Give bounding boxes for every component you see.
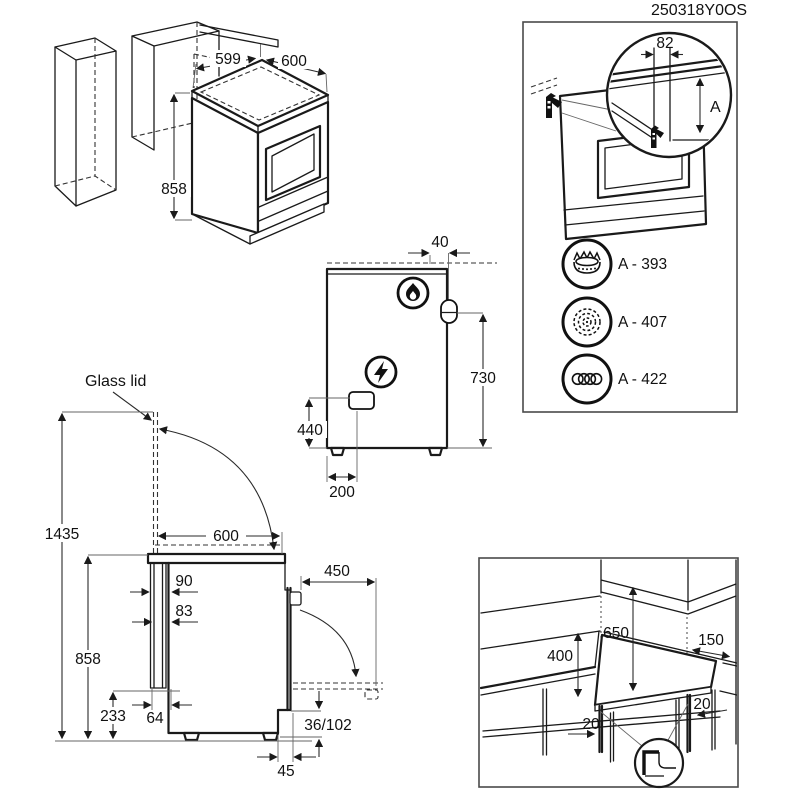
dim-83-label: 83 bbox=[175, 603, 192, 620]
dim-36-102-label: 36/102 bbox=[304, 717, 351, 734]
bracket-glyph-small bbox=[651, 125, 664, 148]
dim-600-depth-label: 600 bbox=[213, 528, 239, 545]
dim-20-left-label: 20 bbox=[582, 716, 600, 733]
drawer-front bbox=[258, 176, 329, 222]
oven-door-side bbox=[286, 586, 292, 712]
dim-64-label: 64 bbox=[146, 710, 164, 727]
dim-90-label: 90 bbox=[175, 573, 193, 590]
iso-dimensions: 599 600 858 bbox=[158, 44, 328, 221]
hob-type-radiant: A - 407 bbox=[561, 296, 667, 348]
dim-599-label: 599 bbox=[215, 51, 241, 68]
dim-1435-label: 1435 bbox=[45, 526, 79, 543]
upper-cabinet bbox=[600, 559, 737, 615]
gas-connection bbox=[440, 253, 458, 324]
dim-233-label: 233 bbox=[100, 708, 126, 725]
worktop-edge-profile bbox=[642, 750, 659, 775]
adjustable-feet-side bbox=[182, 731, 280, 742]
oven-window bbox=[264, 124, 322, 202]
rear-dimensions: 40 730 440 200 bbox=[293, 234, 500, 501]
bracket-panel: 82 A A - 393 A - 407 bbox=[522, 21, 738, 413]
hob-type-radiant-label: A - 407 bbox=[618, 314, 667, 331]
hob-type-gas: A - 393 bbox=[561, 238, 667, 290]
hob-type-induction: A - 422 bbox=[561, 353, 667, 405]
cooker-side-body bbox=[55, 552, 312, 742]
dim-200-label: 200 bbox=[329, 484, 355, 501]
dim-858-iso-label: 858 bbox=[161, 181, 187, 198]
right-cabinet bbox=[131, 21, 279, 151]
radiant-hob-icon bbox=[573, 308, 601, 336]
dim-450-label: 450 bbox=[324, 563, 350, 580]
worktop-dimensions: 650 400 150 20 20 bbox=[547, 586, 731, 739]
flame-icon bbox=[396, 276, 430, 310]
dim-858-side-label: 858 bbox=[75, 651, 101, 668]
dim-40-label: 40 bbox=[431, 234, 449, 251]
glass-lid-open bbox=[152, 412, 283, 557]
rear-view: 40 730 440 200 bbox=[293, 234, 500, 501]
worktop-panel: 650 400 150 20 20 bbox=[478, 557, 739, 789]
hob-outline-dashed bbox=[199, 66, 321, 121]
document-code: 250318Y0OS bbox=[651, 2, 747, 19]
hob-type-induction-label: A - 422 bbox=[618, 371, 667, 388]
left-cabinet bbox=[54, 37, 117, 207]
dim-20-right-label: 20 bbox=[693, 696, 711, 713]
dim-730-label: 730 bbox=[470, 370, 496, 387]
adjustable-feet bbox=[329, 446, 444, 457]
anti-tilt-bracket-icon bbox=[546, 93, 562, 118]
dim-150-label: 150 bbox=[698, 632, 724, 649]
door-handle bbox=[289, 591, 302, 606]
side-view: Glass lid 1435 bbox=[42, 373, 383, 780]
induction-coil-icon bbox=[571, 372, 603, 386]
dim-650-label: 650 bbox=[603, 625, 629, 642]
glass-lid-label: Glass lid bbox=[85, 373, 146, 390]
dim-600-top-label: 600 bbox=[281, 53, 307, 70]
dim-A-label: A bbox=[710, 99, 721, 116]
kitchen-scene bbox=[480, 559, 737, 763]
dim-82-label: 82 bbox=[656, 35, 673, 52]
dim-45-label: 45 bbox=[277, 763, 294, 780]
side-gaps bbox=[598, 693, 692, 754]
door-open-position bbox=[293, 609, 383, 700]
gas-burner-icon bbox=[573, 250, 601, 274]
edge-detail-circle bbox=[633, 737, 685, 789]
worktop-slab bbox=[146, 552, 287, 565]
dim-400-label: 400 bbox=[547, 648, 573, 665]
hob-type-gas-label: A - 393 bbox=[618, 256, 667, 273]
glass-lid-leader bbox=[112, 391, 152, 421]
lightning-bolt-icon bbox=[364, 355, 398, 389]
bracket-leader-lines bbox=[561, 99, 617, 132]
cooker-isometric bbox=[190, 58, 330, 245]
side-dimensions: 1435 858 600 90 83 450 2 bbox=[42, 411, 377, 780]
dim-440-label: 440 bbox=[297, 422, 323, 439]
isometric-view: 599 600 858 bbox=[54, 21, 330, 245]
mains-connection bbox=[348, 391, 375, 410]
